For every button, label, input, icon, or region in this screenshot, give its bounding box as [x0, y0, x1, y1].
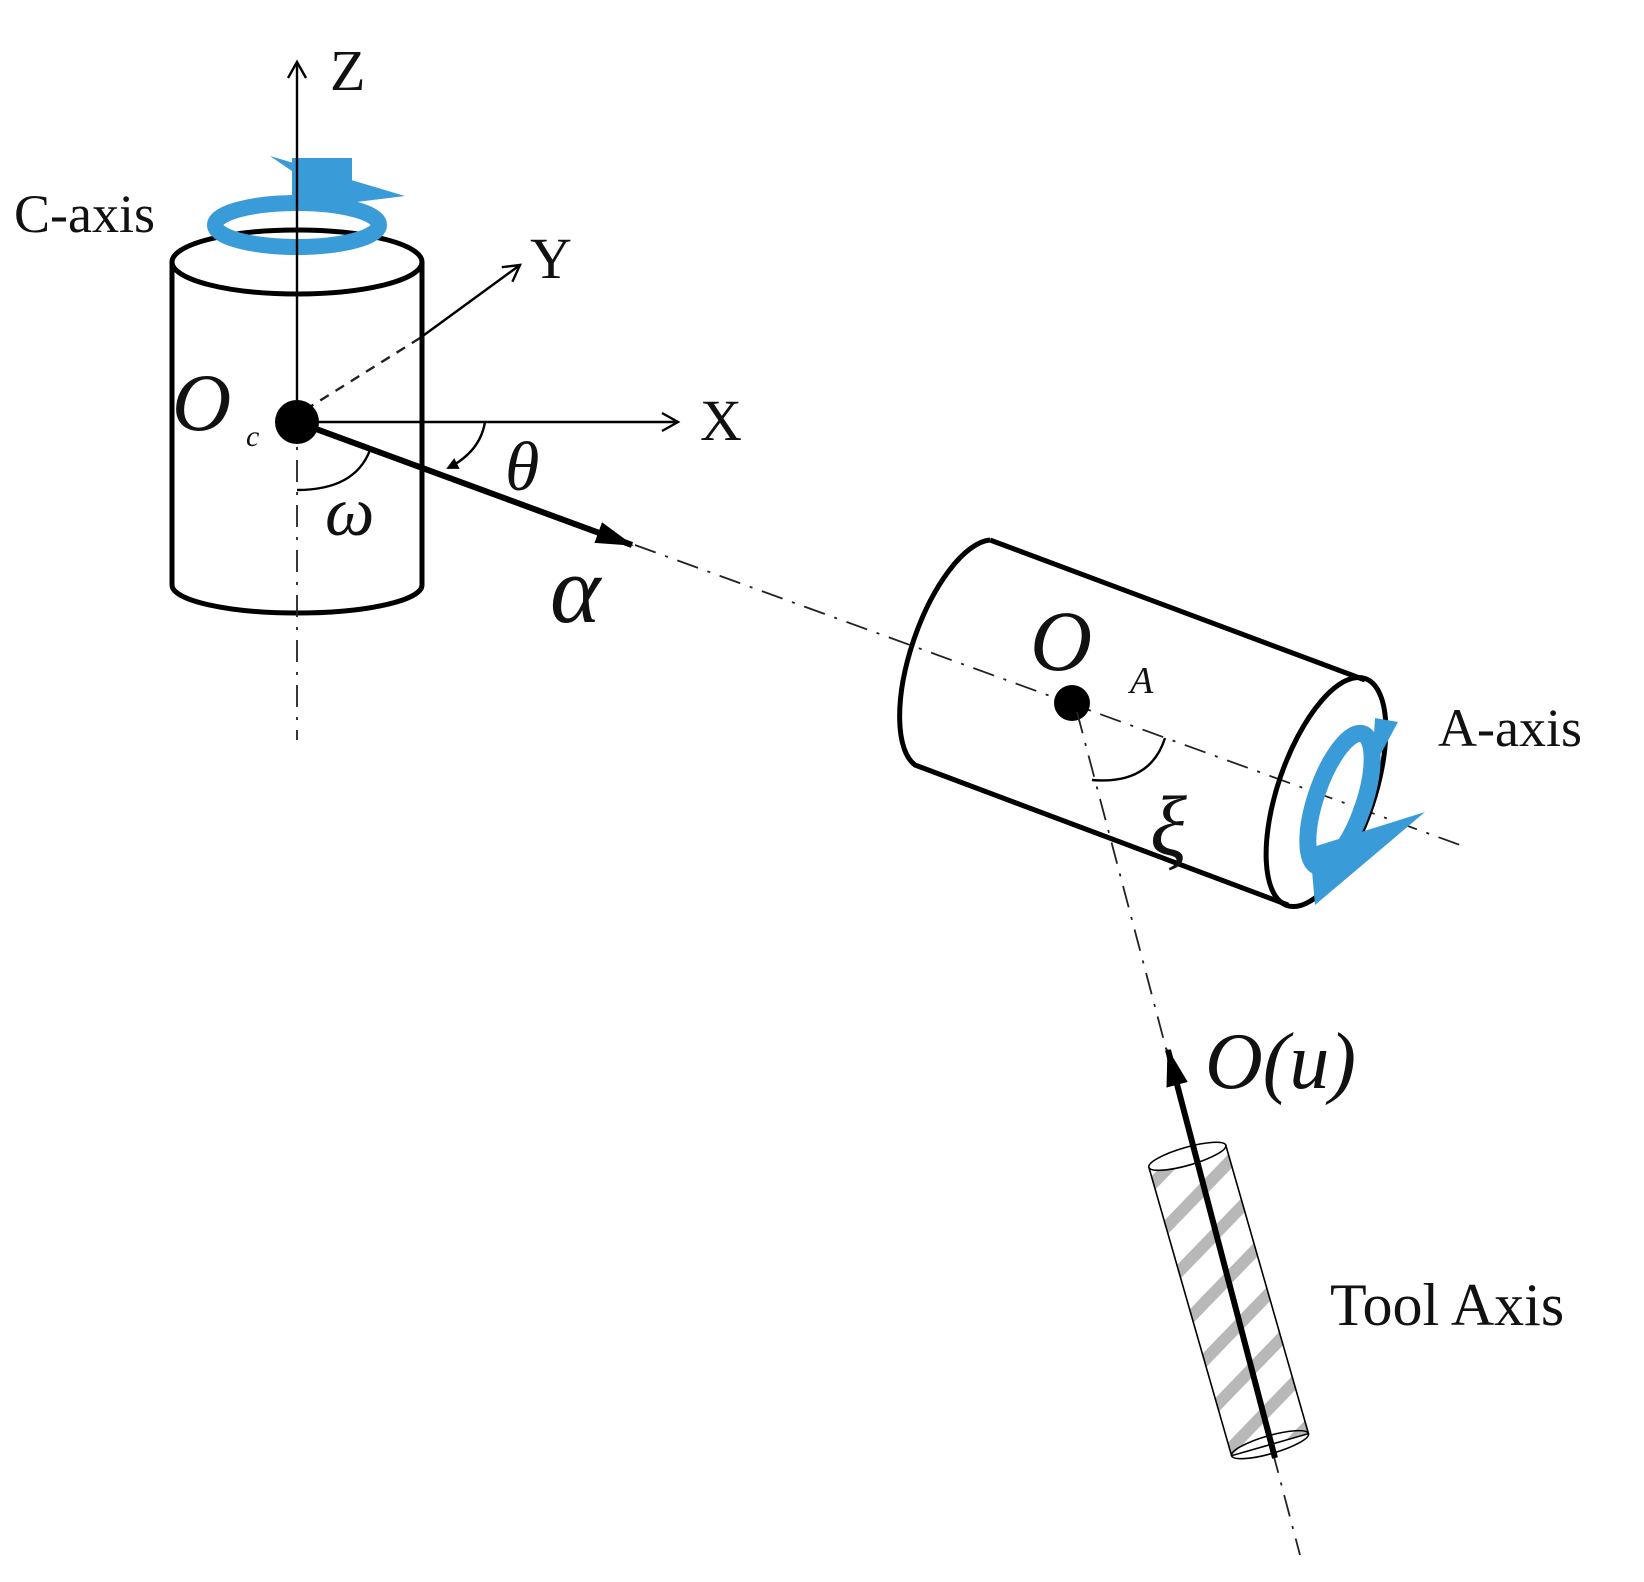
- y-axis-hidden: [304, 336, 421, 412]
- origin-a-subscript: A: [1127, 660, 1154, 702]
- origin-c-dot: [275, 400, 319, 444]
- origin-c-subscript: c: [246, 420, 259, 453]
- xi-symbol: ξ: [1150, 778, 1187, 874]
- c-axis-label: C-axis: [14, 184, 155, 244]
- a-axis-centerline: [634, 544, 1461, 846]
- tool-axis-label: Tool Axis: [1330, 1272, 1564, 1338]
- tool-body: [1147, 1141, 1310, 1460]
- z-axis-label: Z: [330, 38, 365, 103]
- origin-c-symbol: O: [172, 357, 231, 448]
- y-axis-arrow: [419, 263, 522, 339]
- theta-symbol: θ: [505, 429, 539, 506]
- alpha-vector-arrow: [295, 419, 634, 548]
- origin-a-dot: [1054, 685, 1090, 721]
- tool-orientation-label: O(u): [1205, 1018, 1356, 1106]
- omega-symbol: ω: [325, 474, 374, 551]
- omega-arc: [296, 449, 372, 492]
- x-axis-label: X: [700, 388, 742, 453]
- origin-a-symbol: O: [1030, 593, 1092, 689]
- theta-arc: [446, 421, 487, 470]
- a-rotation-arrow-icon: [1299, 718, 1425, 905]
- y-axis-label: Y: [530, 226, 572, 291]
- a-axis-label: A-axis: [1438, 698, 1582, 758]
- alpha-symbol: α: [550, 536, 602, 643]
- xi-arc: [1091, 737, 1167, 782]
- tool-orientation-arrow: [1165, 1048, 1278, 1459]
